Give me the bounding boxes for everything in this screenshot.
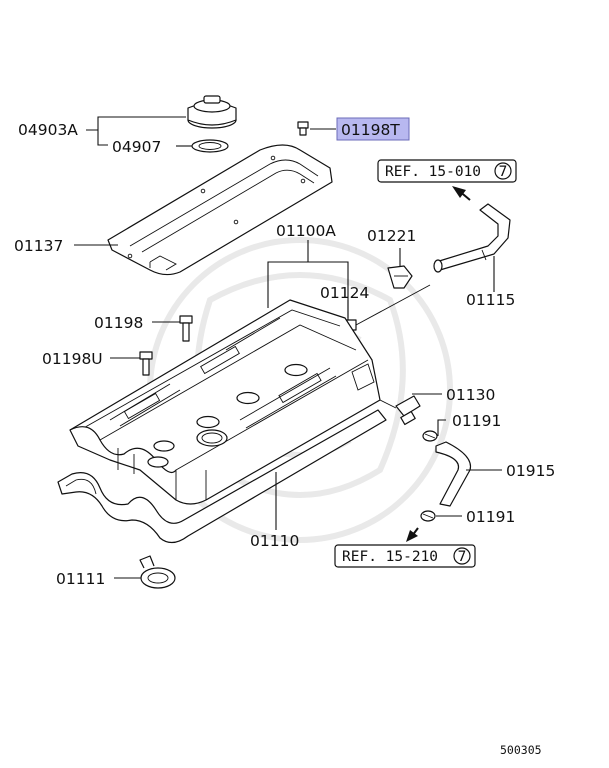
ignition-cover-01137	[107, 144, 333, 276]
bolt-01198U	[139, 351, 153, 376]
leader-01191-upper	[437, 419, 446, 436]
highlight-01198T	[336, 117, 410, 141]
label-04903A: 04903A	[18, 121, 78, 139]
bolt-01198	[179, 315, 193, 342]
ref-label-15-010: REF. 15-010	[385, 164, 481, 180]
arrow-ref-15-010	[452, 186, 466, 198]
label-01198U: 01198U	[42, 350, 103, 368]
pcv-valve-01130	[379, 395, 421, 426]
label-04907: 04907	[112, 138, 161, 156]
ref-num-15-210: 7	[458, 549, 467, 565]
plug-01221	[387, 265, 413, 289]
gasket-01110	[57, 409, 387, 544]
ref-box-15-210: REF. 15-210 7	[334, 544, 476, 568]
label-01915: 01915	[506, 462, 555, 480]
label-01111: 01111	[56, 570, 105, 588]
diagram-code: 500305	[500, 743, 542, 757]
bolt-01198T	[297, 121, 309, 136]
label-01198: 01198	[94, 314, 143, 332]
clip-01191-lower	[420, 510, 436, 522]
ref-box-15-010: REF. 15-010 7	[377, 159, 517, 183]
label-01198T: 01198T	[341, 121, 400, 139]
label-01124: 01124	[320, 284, 369, 302]
hose-01115	[433, 203, 511, 273]
clip-01191-upper	[422, 430, 438, 442]
hose-01915	[435, 441, 472, 507]
oil-filler-cap	[187, 95, 237, 129]
ref-label-15-210: REF. 15-210	[342, 549, 438, 565]
label-01110: 01110	[250, 532, 299, 550]
rocker-cover-01100A	[69, 299, 381, 505]
label-01221: 01221	[367, 227, 416, 245]
label-01191-lower: 01191	[466, 508, 515, 526]
leader-01100A	[267, 240, 349, 318]
ref-num-15-010: 7	[499, 164, 508, 180]
label-01191-upper: 01191	[452, 412, 501, 430]
label-01137: 01137	[14, 237, 63, 255]
label-01115: 01115	[466, 291, 515, 309]
oil-filler-gasket	[191, 139, 229, 153]
leader-04903A	[86, 116, 186, 146]
label-01130: 01130	[446, 386, 495, 404]
seal-01111	[139, 555, 176, 589]
label-01100A: 01100A	[276, 222, 336, 240]
arrow-ref-15-210	[406, 530, 418, 542]
